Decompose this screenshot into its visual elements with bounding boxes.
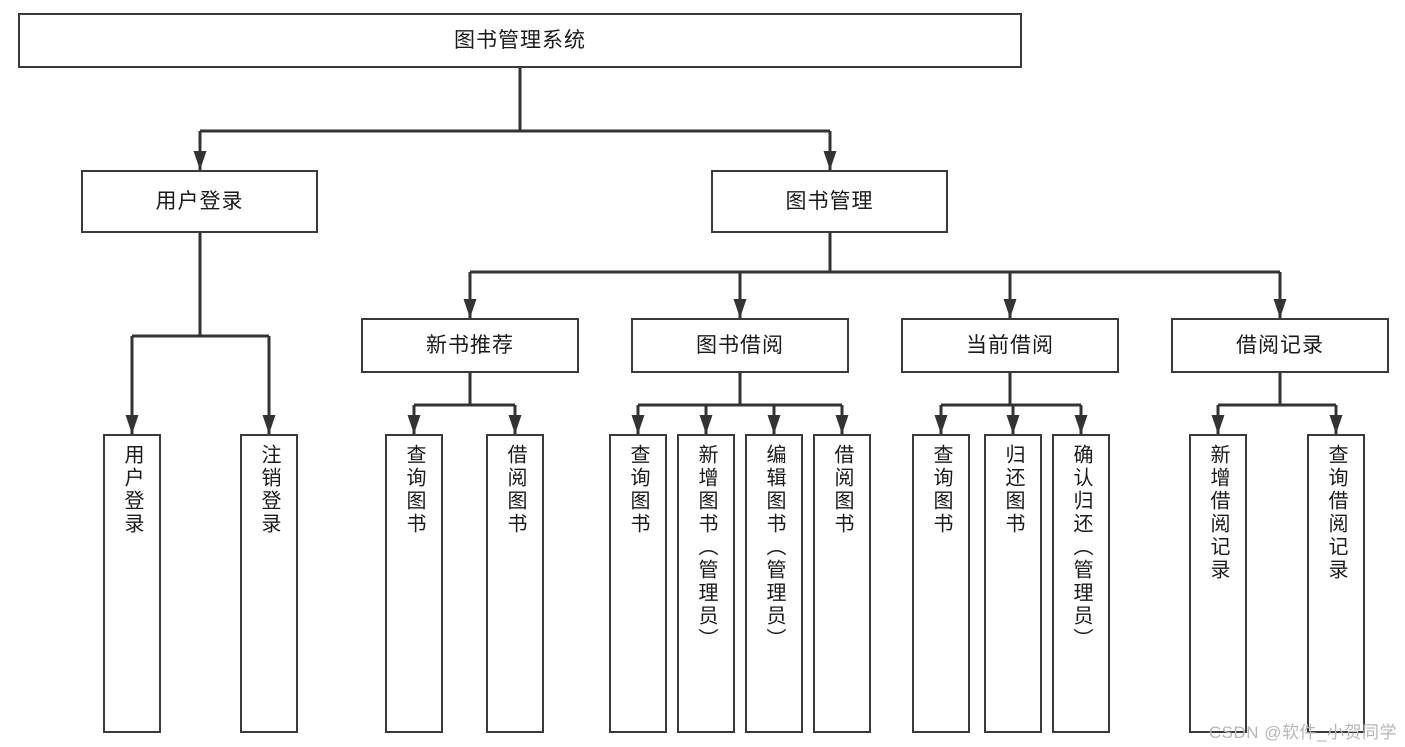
node-bookmgmt: 图书管理 [711, 170, 948, 233]
node-label: 新增图书（管理员） [695, 444, 717, 651]
node-label: 新增借阅记录 [1207, 444, 1229, 582]
node-leaf-login-1: 用户登录 [103, 434, 161, 733]
node-label: 查询图书 [403, 444, 425, 536]
arrowhead-icon [407, 415, 421, 434]
arrowhead-icon [262, 415, 276, 434]
node-label: 图书管理 [785, 190, 874, 213]
node-leaf-current-3: 确认归还（管理员） [1052, 434, 1110, 733]
node-label: 新书推荐 [426, 334, 514, 357]
node-label: 用户登录 [121, 444, 143, 536]
node-root: 图书管理系统 [18, 13, 1022, 68]
watermark-text: CSDN @软件_小贺同学 [1208, 723, 1397, 742]
node-label: 借阅图书 [504, 444, 526, 536]
node-leaf-newbook-1: 查询图书 [385, 434, 443, 733]
arrowhead-icon [463, 299, 477, 318]
node-label: 当前借阅 [966, 334, 1054, 357]
node-login: 用户登录 [81, 170, 318, 233]
node-leaf-borrow-3: 编辑图书（管理员） [745, 434, 803, 733]
node-label: 查询图书 [627, 444, 649, 536]
node-label: 注销登录 [258, 444, 280, 536]
node-current: 当前借阅 [901, 318, 1119, 373]
node-records: 借阅记录 [1171, 318, 1389, 373]
node-label: 借阅图书 [831, 444, 853, 536]
arrowhead-icon [193, 151, 207, 170]
node-borrow: 图书借阅 [631, 318, 849, 373]
arrowhead-icon [1006, 415, 1020, 434]
node-leaf-current-1: 查询图书 [912, 434, 970, 733]
arrowhead-icon [1329, 415, 1343, 434]
arrowhead-icon [125, 415, 139, 434]
node-label: 借阅记录 [1236, 334, 1324, 357]
node-label: 查询借阅记录 [1325, 444, 1347, 582]
node-leaf-borrow-1: 查询图书 [609, 434, 667, 733]
arrowhead-icon [767, 415, 781, 434]
arrowhead-icon [1003, 299, 1017, 318]
node-label: 归还图书 [1002, 444, 1024, 536]
arrowhead-icon [508, 415, 522, 434]
node-leaf-borrow-2: 新增图书（管理员） [677, 434, 735, 733]
arrowhead-icon [1273, 299, 1287, 318]
node-leaf-login-2: 注销登录 [240, 434, 298, 733]
arrowhead-icon [934, 415, 948, 434]
arrowhead-icon [823, 151, 837, 170]
node-label: 确认归还（管理员） [1070, 444, 1092, 651]
arrowhead-icon [631, 415, 645, 434]
node-leaf-newbook-2: 借阅图书 [486, 434, 544, 733]
node-label: 查询图书 [930, 444, 952, 536]
node-leaf-borrow-4: 借阅图书 [813, 434, 871, 733]
arrowhead-icon [835, 415, 849, 434]
node-label: 图书借阅 [696, 334, 784, 357]
node-label: 图书管理系统 [454, 29, 586, 52]
node-newbook: 新书推荐 [361, 318, 579, 373]
node-leaf-current-2: 归还图书 [984, 434, 1042, 733]
node-label: 编辑图书（管理员） [763, 444, 785, 651]
node-leaf-records-1: 新增借阅记录 [1189, 434, 1247, 733]
arrowhead-icon [1211, 415, 1225, 434]
arrowhead-icon [699, 415, 713, 434]
arrowhead-icon [1074, 415, 1088, 434]
node-leaf-records-2: 查询借阅记录 [1307, 434, 1365, 733]
node-label: 用户登录 [155, 190, 244, 213]
arrowhead-icon [733, 299, 747, 318]
